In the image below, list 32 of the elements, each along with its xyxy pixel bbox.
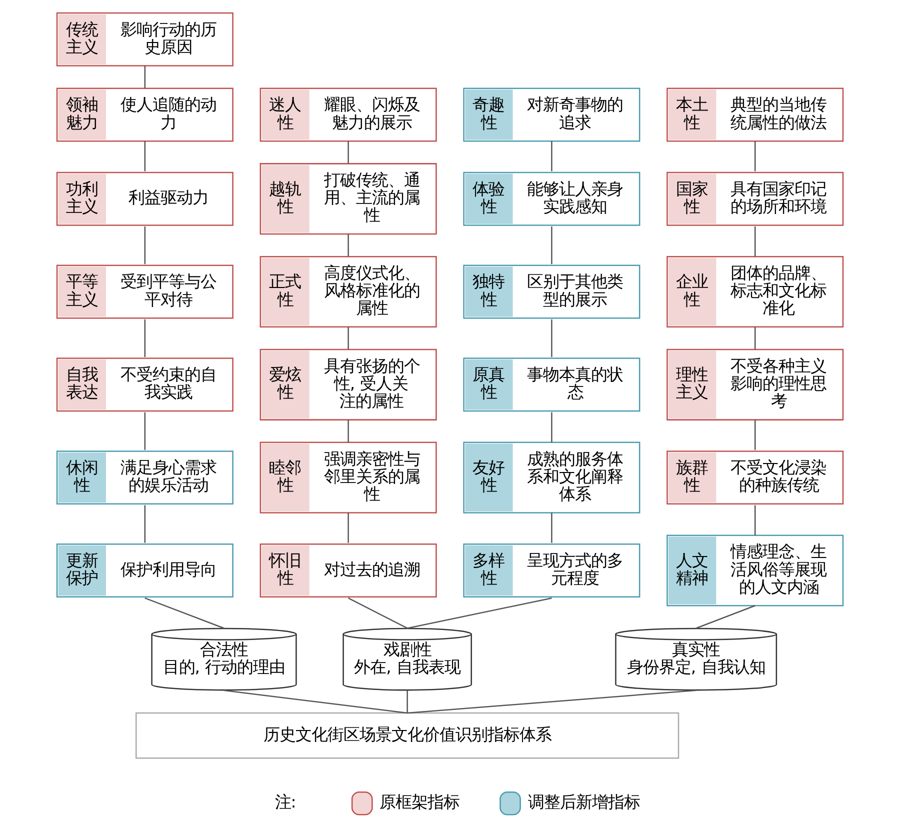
label: 注:: [274, 792, 296, 812]
connector: [406, 690, 408, 713]
connector: [551, 319, 552, 358]
connector: [144, 412, 146, 450]
node-box: 历史文化街区场景文化价值识别指标体系: [136, 712, 680, 759]
connector: [754, 505, 756, 536]
connector: [224, 690, 408, 714]
connector: [551, 226, 552, 264]
connector: [144, 66, 146, 88]
connector: [754, 420, 756, 450]
connector: [348, 326, 349, 350]
connector: [144, 141, 146, 172]
connector: [754, 141, 756, 172]
connector: [696, 605, 756, 629]
legend-label: 调整后新增指标: [528, 792, 640, 812]
connector: [348, 512, 349, 543]
connector: [348, 598, 408, 629]
connector: [348, 420, 349, 442]
connector: [407, 597, 552, 629]
connector: [551, 141, 552, 172]
connector: [551, 412, 552, 442]
connector: [348, 141, 349, 164]
connector: [754, 226, 756, 257]
connector: [144, 226, 146, 264]
connector: [348, 234, 349, 257]
legend-label: 原框架指标: [380, 792, 460, 812]
connector: [551, 512, 552, 543]
connector: [144, 598, 224, 629]
connector: [407, 690, 696, 714]
connector: [144, 505, 146, 543]
connector: [144, 319, 146, 358]
connector: [754, 326, 756, 350]
